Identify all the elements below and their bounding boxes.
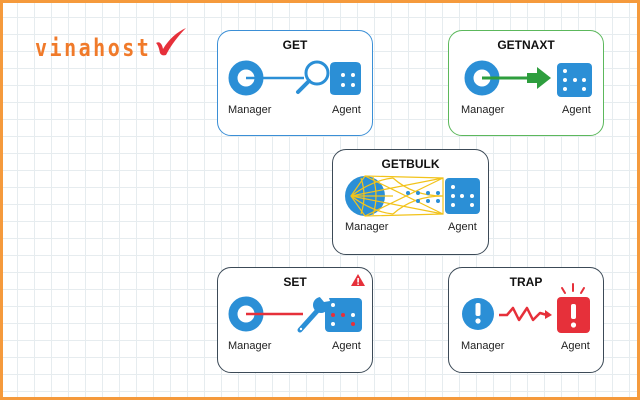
agent-label: Agent: [562, 104, 591, 116]
manager-label: Manager: [228, 104, 272, 116]
manager-label: Manager: [461, 340, 505, 352]
agent-label: Agent: [448, 221, 477, 233]
getbulk-title: GETBULK: [381, 157, 440, 171]
agent-icon: [325, 298, 362, 332]
data-dots: [406, 191, 440, 203]
getnext-card: GETNAXT Manager Agent: [448, 30, 604, 136]
manager-label: Manager: [461, 104, 505, 116]
manager-label: Manager: [345, 221, 389, 233]
agent-icon: [330, 62, 361, 95]
manager-label: Manager: [228, 340, 272, 352]
trap-card: TRAP Manager Agent: [448, 267, 604, 373]
agent-label: Agent: [332, 104, 361, 116]
agent-icon: [445, 178, 480, 214]
arrow-right-icon: [482, 67, 551, 89]
zigzag-arrow-icon: [499, 306, 552, 322]
get-title: GET: [282, 38, 308, 52]
set-title: SET: [283, 275, 307, 289]
agent-label: Agent: [561, 340, 590, 352]
getbulk-card: GETBULK Manager Ag: [332, 149, 489, 255]
agent-icon: [557, 63, 592, 97]
manager-alert-icon: [462, 298, 494, 330]
magnifier-icon: [296, 60, 330, 94]
mesh-icon: [350, 175, 444, 217]
get-card: GET Manager Agent: [217, 30, 373, 136]
getnext-title: GETNAXT: [497, 38, 555, 52]
wrench-icon: [297, 295, 330, 333]
trap-title: TRAP: [509, 275, 543, 289]
agent-label: Agent: [332, 340, 361, 352]
warning-icon: [351, 274, 365, 286]
set-card: SET Manager Agent: [217, 267, 373, 373]
checkmark-icon: [156, 28, 186, 56]
agent-alert-icon: [557, 283, 590, 333]
logo-text: vinahost: [35, 33, 152, 62]
